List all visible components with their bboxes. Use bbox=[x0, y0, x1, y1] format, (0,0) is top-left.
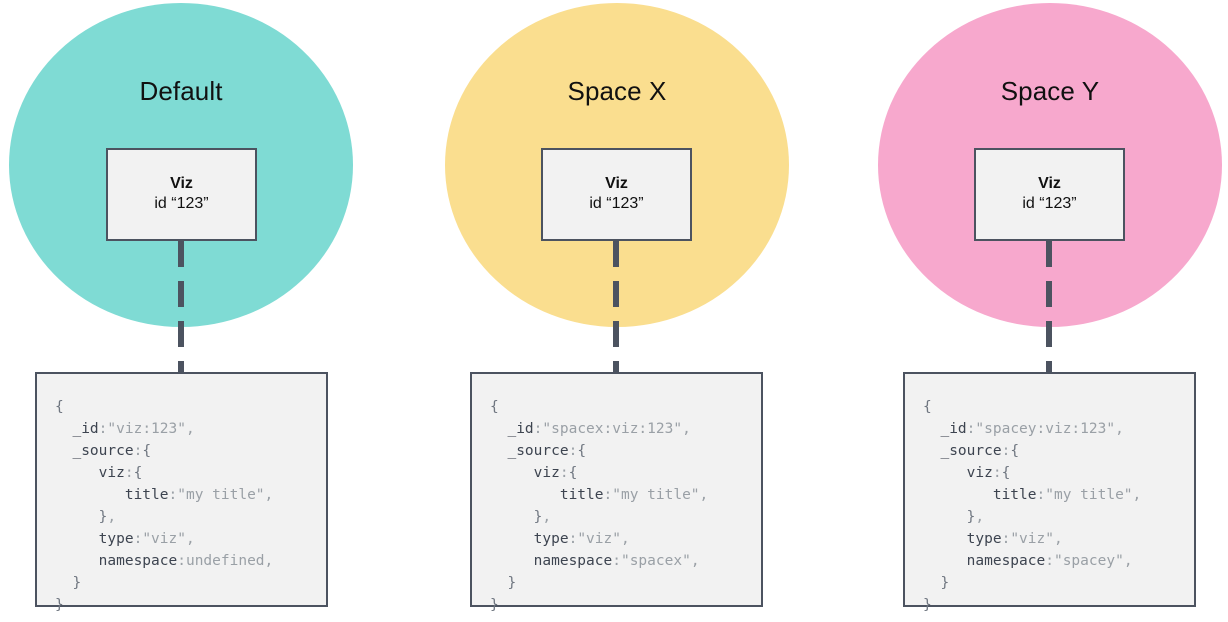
document-panel-spacex: { _id:"spacex:viz:123", _source:{ viz:{ … bbox=[470, 372, 763, 613]
viz-node-title: Viz bbox=[605, 175, 628, 193]
viz-node-id: id “123” bbox=[589, 195, 644, 213]
document-panel-default: { _id:"viz:123", _source:{ viz:{ title:"… bbox=[35, 372, 328, 613]
space-title-spacex: Space X bbox=[567, 76, 667, 106]
connector-spacex bbox=[613, 241, 619, 372]
space-title-spacey: Space Y bbox=[1000, 76, 1100, 106]
viz-node-spacey[interactable]: Viz id “123” bbox=[974, 148, 1125, 241]
document-panel-spacey: { _id:"spacey:viz:123", _source:{ viz:{ … bbox=[903, 372, 1196, 613]
viz-node-spacex[interactable]: Viz id “123” bbox=[541, 148, 692, 241]
viz-node-title: Viz bbox=[170, 175, 193, 193]
connector-spacey bbox=[1046, 241, 1052, 372]
space-title-default: Default bbox=[139, 76, 223, 106]
document-json-default: { _id:"viz:123", _source:{ viz:{ title:"… bbox=[55, 399, 274, 613]
viz-node-default[interactable]: Viz id “123” bbox=[106, 148, 257, 241]
viz-node-id: id “123” bbox=[1022, 195, 1077, 213]
document-json-spacey: { _id:"spacey:viz:123", _source:{ viz:{ … bbox=[923, 399, 1142, 613]
document-json-spacex: { _id:"spacex:viz:123", _source:{ viz:{ … bbox=[490, 399, 709, 613]
viz-node-title: Viz bbox=[1038, 175, 1061, 193]
viz-node-id: id “123” bbox=[154, 195, 209, 213]
connector-default bbox=[178, 241, 184, 372]
